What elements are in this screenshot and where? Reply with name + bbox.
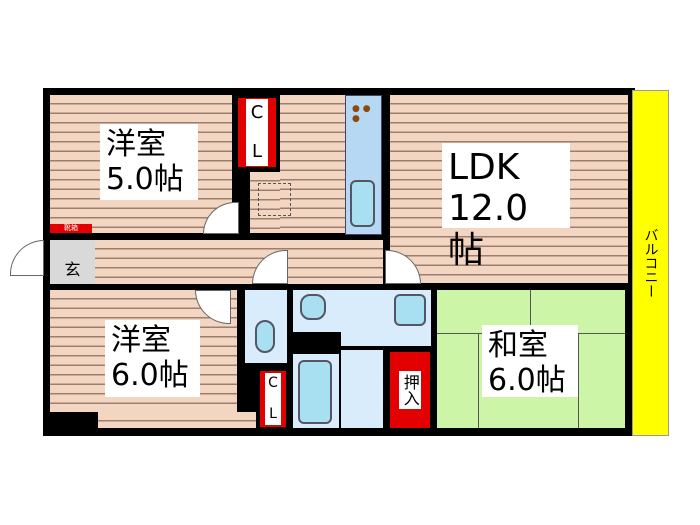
oshiire: 押入: [390, 352, 430, 428]
washitsu-label: 和室 6.0帖: [482, 325, 578, 397]
closet-2-c: C: [265, 375, 281, 392]
balcony: バルコニー: [632, 90, 669, 436]
entrance-label: 玄: [64, 260, 81, 279]
ldk-label: LDK 12.0帖: [442, 143, 570, 271]
bedroom-2-label: 洋室 6.0帖: [105, 320, 200, 397]
shoebox: 靴箱: [50, 224, 92, 233]
tatami-line: [530, 290, 531, 330]
ldk-size: 12.0帖: [448, 188, 529, 271]
washitsu-name: 和室: [488, 328, 548, 363]
wall: [245, 170, 250, 235]
ceiling-hatch: [258, 183, 291, 216]
bedroom-1-size: 5.0帖: [106, 161, 184, 197]
ldk-name: LDK: [448, 147, 520, 188]
bedroom-1-name: 洋室: [106, 127, 166, 162]
closet-2-l: L: [265, 406, 281, 423]
bedroom-2-name: 洋室: [111, 323, 171, 358]
bedroom-1-label: 洋室 5.0帖: [100, 124, 198, 200]
entrance: 玄: [50, 240, 95, 284]
wall: [383, 95, 390, 285]
closet-1-c: C: [246, 102, 268, 123]
dressing-area: [341, 350, 383, 428]
storage-floor-lower: [250, 172, 280, 233]
balcony-label: バルコニー: [642, 228, 659, 298]
front-door[interactable]: [10, 240, 44, 276]
shoebox-label: 靴箱: [64, 224, 78, 232]
stove-icon: ● ●●: [352, 104, 371, 124]
bedroom-2-alcove: [98, 412, 256, 428]
bathtub-icon: [298, 360, 332, 424]
tatami-line: [478, 333, 479, 428]
bedroom-2-size: 6.0帖: [111, 357, 189, 393]
washitsu-size: 6.0帖: [488, 362, 566, 398]
closet-1-l: L: [246, 142, 268, 163]
toilet-icon: [255, 320, 275, 353]
tatami-line: [578, 333, 579, 428]
wall: [293, 332, 341, 352]
sink-icon: [350, 180, 375, 227]
washing-machine-icon: [394, 294, 426, 326]
oshiire-label: 押入: [399, 371, 421, 409]
washbasin-icon: [300, 294, 326, 320]
hallway: [95, 240, 383, 284]
